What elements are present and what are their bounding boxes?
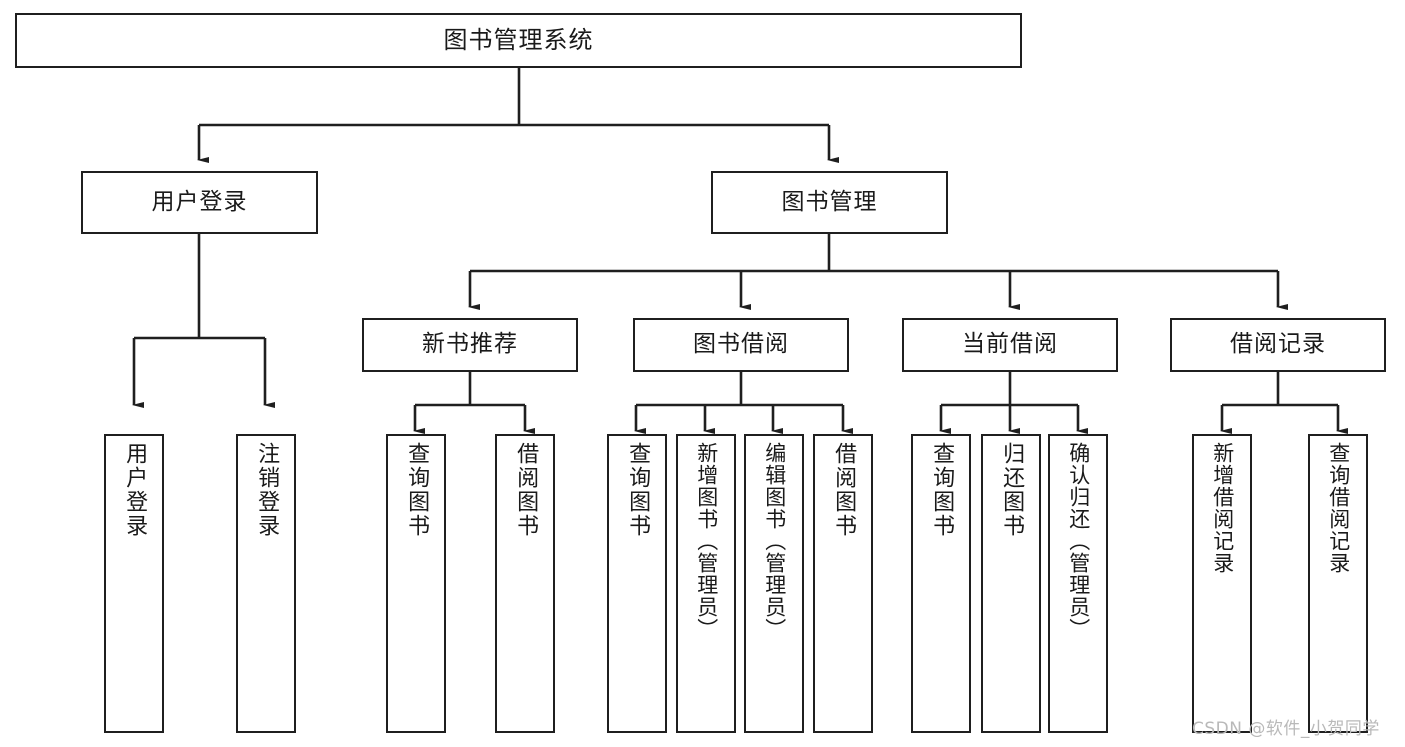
node-root-label: 图书管理系统 [443, 26, 594, 55]
leaf-label: 归还图书 [999, 442, 1025, 538]
leaf-label: 借阅图书 [831, 442, 857, 538]
leaf-user-login-logout[interactable]: 注销登录 [236, 434, 296, 733]
leaf-current-borrow-return-book[interactable]: 归还图书 [981, 434, 1041, 733]
leaf-new-book-query-book[interactable]: 查询图书 [386, 434, 446, 733]
leaf-borrow-records-add-record[interactable]: 新增借阅记录 [1192, 434, 1252, 733]
node-borrow-records[interactable]: 借阅记录 [1170, 318, 1386, 372]
leaf-book-borrow-query-book[interactable]: 查询图书 [607, 434, 667, 733]
leaf-book-borrow-borrow-book[interactable]: 借阅图书 [813, 434, 873, 733]
node-user-login[interactable]: 用户登录 [81, 171, 318, 234]
node-book-borrow-label: 图书借阅 [693, 331, 789, 358]
node-user-login-label: 用户登录 [151, 188, 248, 215]
leaf-label: 查询图书 [929, 442, 955, 538]
node-root-system[interactable]: 图书管理系统 [15, 13, 1022, 68]
leaf-label: 新增图书（管理员） [694, 442, 719, 640]
node-new-book-recommend-label: 新书推荐 [422, 331, 518, 358]
leaf-borrow-records-query-record[interactable]: 查询借阅记录 [1308, 434, 1368, 733]
csdn-watermark: CSDN @软件_小贺同学 [1192, 719, 1380, 739]
node-borrow-records-label: 借阅记录 [1230, 331, 1326, 358]
node-new-book-recommend[interactable]: 新书推荐 [362, 318, 578, 372]
leaf-user-login-login[interactable]: 用户登录 [104, 434, 164, 733]
node-current-borrow[interactable]: 当前借阅 [902, 318, 1118, 372]
leaf-book-borrow-add-book[interactable]: 新增图书（管理员） [676, 434, 736, 733]
node-current-borrow-label: 当前借阅 [962, 331, 1058, 358]
leaf-label: 查询借阅记录 [1326, 442, 1351, 574]
leaf-label: 查询图书 [625, 442, 651, 538]
leaf-label: 查询图书 [404, 442, 430, 538]
leaf-new-book-borrow-book[interactable]: 借阅图书 [495, 434, 555, 733]
leaf-label: 借阅图书 [513, 442, 539, 538]
node-book-management[interactable]: 图书管理 [711, 171, 948, 234]
leaf-label: 用户登录 [122, 442, 148, 538]
leaf-current-borrow-query-book[interactable]: 查询图书 [911, 434, 971, 733]
leaf-label: 新增借阅记录 [1210, 442, 1235, 574]
leaf-label: 编辑图书（管理员） [762, 442, 787, 640]
leaf-label: 注销登录 [254, 442, 280, 538]
node-book-management-label: 图书管理 [781, 188, 878, 215]
leaf-book-borrow-edit-book[interactable]: 编辑图书（管理员） [744, 434, 804, 733]
leaf-current-borrow-confirm-return[interactable]: 确认归还（管理员） [1048, 434, 1108, 733]
node-book-borrow[interactable]: 图书借阅 [633, 318, 849, 372]
leaf-label: 确认归还（管理员） [1066, 442, 1091, 640]
